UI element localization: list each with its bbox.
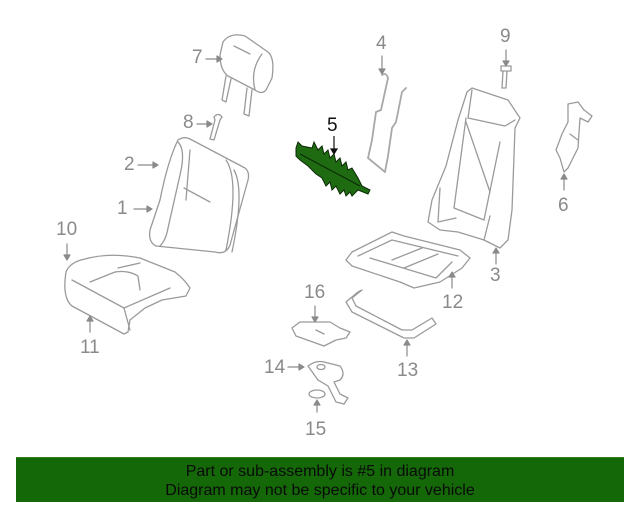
callout-9[interactable]: 9 <box>500 26 511 47</box>
bracket-part-6 <box>555 101 593 173</box>
callout-12[interactable]: 12 <box>442 292 464 313</box>
cap-part-15 <box>308 389 326 399</box>
callout-11[interactable]: 11 <box>80 337 100 358</box>
seatback-cover-part-2 <box>148 137 250 254</box>
callout-1[interactable]: 1 <box>117 198 128 219</box>
wire-part-13 <box>345 289 437 339</box>
callout-2[interactable]: 2 <box>124 154 135 175</box>
callout-16[interactable]: 16 <box>304 282 326 303</box>
callout-7[interactable]: 7 <box>192 47 203 68</box>
callout-15[interactable]: 15 <box>305 419 327 440</box>
callout-13[interactable]: 13 <box>397 360 419 381</box>
callout-3[interactable]: 3 <box>490 265 501 286</box>
bracket-part-14 <box>307 360 349 405</box>
callout-14[interactable]: 14 <box>264 357 286 378</box>
highlighted-part-5 <box>295 140 371 197</box>
callout-6[interactable]: 6 <box>558 195 569 216</box>
banner-line-part: Part or sub-assembly is #5 in diagram <box>185 463 455 480</box>
seat-parts-diagram: 1 2 3 4 5 6 7 8 9 10 11 12 13 14 15 16 <box>56 26 593 440</box>
seatback-frame-part-3 <box>427 87 521 249</box>
callout-8[interactable]: 8 <box>183 112 194 133</box>
headrest-part-7 <box>219 34 274 117</box>
callout-5-highlighted[interactable]: 5 <box>327 115 338 136</box>
diagram-artwork <box>63 34 593 413</box>
notice-banner: Part or sub-assembly is #5 in diagram Di… <box>16 457 624 502</box>
callout-leaders <box>63 49 568 413</box>
callout-4[interactable]: 4 <box>376 33 387 54</box>
wire-part-4 <box>367 73 407 173</box>
callout-10[interactable]: 10 <box>56 219 78 240</box>
leader-part-5 <box>329 136 339 156</box>
cushion-cover-part-10 <box>64 254 191 335</box>
banner-line-disclaimer: Diagram may not be specific to your vehi… <box>165 482 475 499</box>
headrest-guide-part-8 <box>209 113 223 141</box>
cover-part-16 <box>291 321 351 347</box>
bolt-part-9 <box>500 65 512 89</box>
